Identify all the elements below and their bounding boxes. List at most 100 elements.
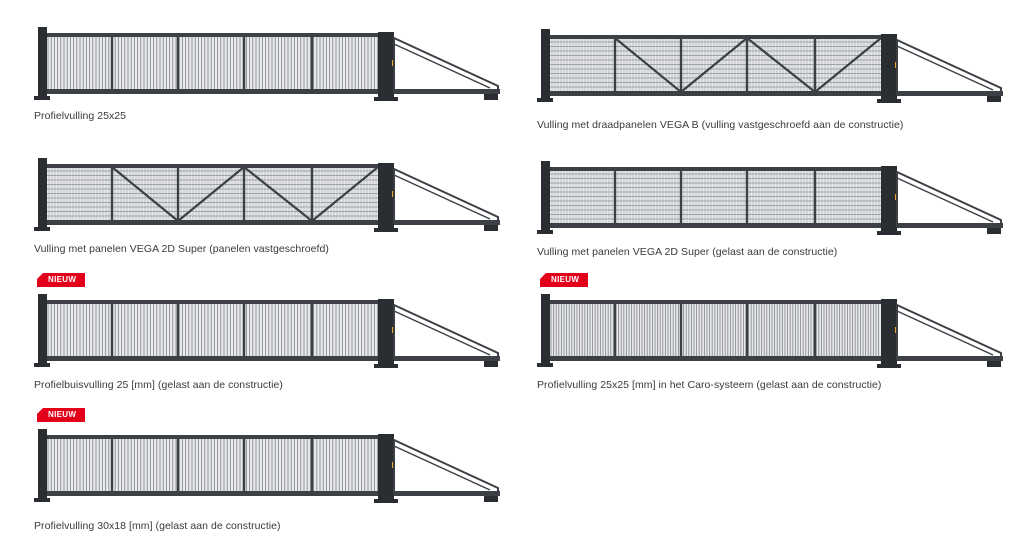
left-post [38, 429, 47, 499]
top-rail [549, 35, 881, 39]
panel-divider [679, 38, 683, 92]
right-post [881, 166, 897, 232]
tail-support [987, 361, 1001, 367]
gate-image [34, 294, 500, 368]
panel-divider [679, 303, 683, 357]
gate-infill [549, 170, 881, 224]
gate-caption: Vulling met panelen VEGA 2D Super (panel… [34, 243, 329, 255]
gate-caption: Profielvulling 25x25 [34, 110, 127, 122]
panel-divider [613, 38, 617, 92]
infill-profiles [47, 36, 379, 90]
left-post-foot [34, 498, 50, 502]
infill-mesh-horizontal [549, 173, 881, 224]
right-post [881, 34, 897, 100]
top-rail [46, 435, 378, 439]
gate-image [34, 27, 500, 101]
gate-item-5: Profielbuisvulling 25 [mm] (gelast aan d… [32, 293, 512, 393]
tail-brace [896, 310, 994, 356]
panel-divider [242, 438, 246, 492]
panel-divider [242, 303, 246, 357]
tail-brace [393, 43, 491, 89]
tail-brace [393, 310, 491, 356]
panel-divider [813, 38, 817, 92]
panel-divider [310, 303, 314, 357]
infill-profiles [47, 438, 379, 492]
gate-caption: Vulling met panelen VEGA 2D Super (gelas… [537, 246, 838, 258]
panel-divider [813, 170, 817, 224]
tail-rail [394, 89, 500, 94]
diagonal-braces [111, 166, 379, 222]
panel-divider [110, 167, 114, 221]
panel-divider [110, 36, 114, 90]
right-post-foot [877, 364, 901, 368]
panel-divider [242, 167, 246, 221]
panel-divider [242, 36, 246, 90]
gate-item-1: Profielvulling 25x25 [32, 26, 512, 126]
gate-caption: Profielbuisvulling 25 [mm] (gelast aan d… [34, 379, 283, 391]
gate-item-3: Vulling met panelen VEGA 2D Super (panel… [32, 157, 512, 257]
tail-brace [393, 445, 491, 491]
left-post-foot [537, 98, 553, 102]
panel-divider [745, 38, 749, 92]
panel-divider [745, 303, 749, 357]
left-post [541, 29, 550, 99]
panel-divider [310, 36, 314, 90]
gate-infill [46, 303, 378, 357]
gate-infill [46, 36, 378, 90]
left-post [541, 294, 550, 364]
gate-item-7: Profielvulling 30x18 [mm] (gelast aan de… [32, 428, 512, 538]
right-post-foot [374, 499, 398, 503]
bottom-rail [46, 491, 378, 496]
tail-brace [896, 45, 994, 91]
bottom-rail [46, 89, 378, 94]
right-post-foot [877, 99, 901, 103]
left-post [38, 158, 47, 228]
right-post [378, 299, 394, 365]
new-badge: NIEUW [37, 408, 86, 422]
panel-divider [110, 438, 114, 492]
panel-divider [745, 170, 749, 224]
bottom-rail [549, 223, 881, 228]
left-post-foot [34, 227, 50, 231]
gate-infill [46, 438, 378, 492]
gate-item-6: Profielvulling 25x25 [mm] in het Caro-sy… [535, 293, 1015, 393]
new-badge: NIEUW [540, 273, 589, 287]
tail-rail [394, 491, 500, 496]
panel-divider [176, 438, 180, 492]
panel-divider [176, 167, 180, 221]
right-post-foot [877, 231, 901, 235]
left-post-foot [537, 230, 553, 234]
left-post [541, 161, 550, 231]
gate-caption: Vulling met draadpanelen VEGA B (vulling… [537, 119, 904, 131]
tail-support [484, 361, 498, 367]
right-post-foot [374, 228, 398, 232]
gate-image [34, 429, 500, 503]
infill-mesh-vertical [48, 167, 377, 221]
panel-divider [176, 303, 180, 357]
tail-rail [897, 356, 1003, 361]
top-rail [46, 33, 378, 37]
gate-image [537, 294, 1003, 368]
diagonal-braces [614, 37, 882, 93]
panel-divider [176, 36, 180, 90]
right-post-foot [374, 364, 398, 368]
gate-caption: Profielvulling 30x18 [mm] (gelast aan de… [34, 520, 281, 532]
panel-divider [679, 170, 683, 224]
tail-brace [896, 177, 994, 223]
top-rail [549, 167, 881, 171]
tail-support [484, 496, 498, 502]
panel-divider [310, 438, 314, 492]
left-post-foot [537, 363, 553, 367]
bottom-rail [46, 220, 378, 225]
right-post [378, 434, 394, 500]
left-post-foot [34, 96, 50, 100]
tail-rail [897, 91, 1003, 96]
left-post [38, 27, 47, 97]
panel-divider [613, 170, 617, 224]
top-rail [549, 300, 881, 304]
top-rail [46, 164, 378, 168]
infill-mesh-vertical [551, 170, 880, 224]
tail-brace [393, 174, 491, 220]
right-post [378, 32, 394, 98]
gate-image [537, 29, 1003, 103]
